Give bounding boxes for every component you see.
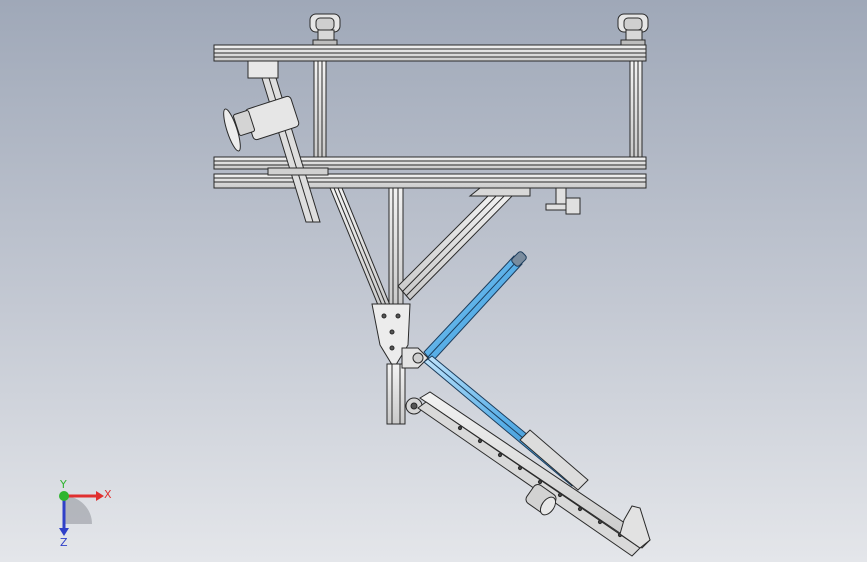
right-caster xyxy=(617,13,649,46)
z-axis-arrowhead xyxy=(59,528,69,536)
lower-strut xyxy=(386,363,406,425)
arm-roller xyxy=(525,483,557,516)
actuator-lower xyxy=(423,355,589,491)
right-post xyxy=(629,60,643,159)
top-beam xyxy=(213,44,647,62)
left-caster xyxy=(309,13,341,46)
lower-beam xyxy=(213,173,647,189)
left-post xyxy=(313,60,327,159)
pivot-joint xyxy=(405,397,423,415)
z-axis-label: Z xyxy=(60,536,68,549)
swing-arm xyxy=(417,391,651,557)
motor-assembly xyxy=(223,60,329,223)
middle-beam xyxy=(213,156,647,170)
left-diagonal-brace xyxy=(329,187,393,311)
y-axis-label: Y xyxy=(59,478,67,491)
gusset-plate xyxy=(371,303,411,369)
x-axis-label: X xyxy=(104,488,112,501)
x-axis-arrowhead xyxy=(96,491,104,501)
coordinate-triad: X Y Z xyxy=(59,478,112,549)
hinge-block xyxy=(401,347,429,369)
foot-bracket xyxy=(619,505,651,549)
sensor-bracket xyxy=(545,187,581,215)
y-axis-dot xyxy=(59,491,69,501)
center-strut xyxy=(388,187,404,307)
right-diagonal-brace xyxy=(397,187,531,301)
